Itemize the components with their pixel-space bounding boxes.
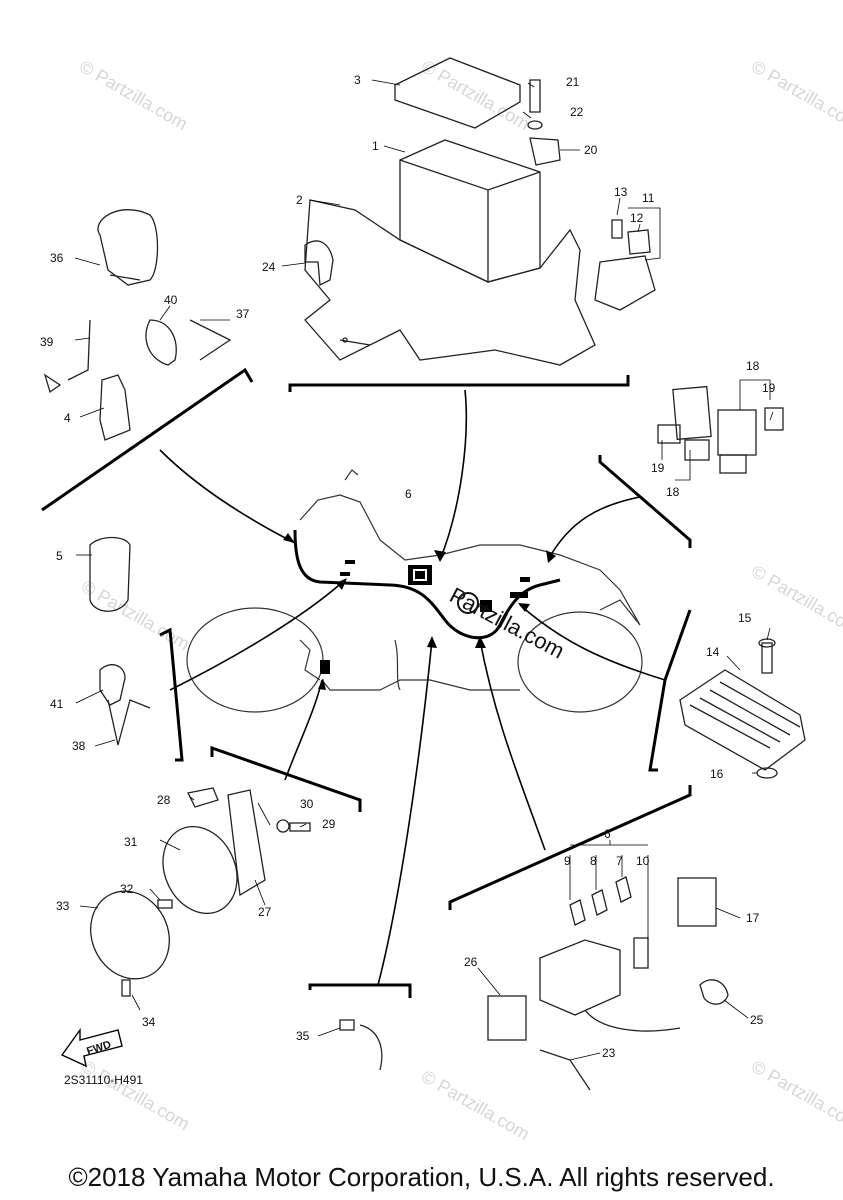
callout-label: 17 xyxy=(746,911,760,925)
callout-label: 19 xyxy=(762,381,776,395)
callout-label: 29 xyxy=(322,817,336,831)
group-brackets xyxy=(41,367,692,998)
harness-components xyxy=(320,560,530,674)
callout-label: 19 xyxy=(651,461,665,475)
fuse-group xyxy=(487,876,729,1091)
callout-label: 21 xyxy=(566,75,580,89)
callout-label: 37 xyxy=(236,307,250,321)
callout-label: 8 xyxy=(590,854,597,868)
handlebar-group xyxy=(43,209,232,441)
bolt-part xyxy=(529,79,541,113)
watermark: © Partzilla.com xyxy=(78,1056,193,1134)
terminal-part xyxy=(529,137,561,166)
watermark: © Partzilla.com xyxy=(76,56,191,134)
callout-label: 39 xyxy=(40,335,54,349)
misc-parts-group xyxy=(89,536,383,1071)
callout-label: 16 xyxy=(710,767,724,781)
leader-lines xyxy=(74,79,774,1061)
battery-cover-part xyxy=(394,57,521,129)
callout-label: 10 xyxy=(636,854,650,868)
callout-label: 4 xyxy=(64,411,71,425)
pointer-lines xyxy=(159,389,666,986)
callout-label: 36 xyxy=(50,251,64,265)
callout-label: 28 xyxy=(157,793,171,807)
battery-part xyxy=(399,139,541,283)
callout-label: 41 xyxy=(50,697,64,711)
rectifier-part xyxy=(679,669,806,771)
callout-label: 6 xyxy=(405,487,412,501)
callout-label: 18 xyxy=(666,485,680,499)
callout-label: 9 xyxy=(564,854,571,868)
callout-label: 27 xyxy=(258,905,272,919)
callout-label: 7 xyxy=(616,854,623,868)
callout-labels: 3 1 2 24 21 22 20 13 11 12 36 40 37 39 4… xyxy=(40,73,776,1060)
watermark: © Partzilla.com xyxy=(748,56,843,134)
stamp-text: Partzilla.com xyxy=(446,582,569,663)
rectifier-group xyxy=(679,638,806,779)
watermark: © Partzilla.com xyxy=(748,561,843,639)
callout-label: 1 xyxy=(372,139,379,153)
copyright-notice: ©2018 Yamaha Motor Corporation, U.S.A. A… xyxy=(68,1162,775,1192)
callout-label: 33 xyxy=(56,899,70,913)
callout-label: 32 xyxy=(120,882,134,896)
callout-label: 6 xyxy=(604,827,611,841)
callout-label: 14 xyxy=(706,645,720,659)
callout-label: 13 xyxy=(614,185,628,199)
watermark: © Partzilla.com xyxy=(418,1066,533,1144)
main-wire-harness xyxy=(293,529,561,640)
pointer-arrowheads xyxy=(283,533,556,690)
fwd-arrow: FWD xyxy=(60,1027,123,1068)
partzilla-stamp: Partzilla.com xyxy=(446,582,569,663)
battery-group xyxy=(304,57,656,366)
watermark: © Partzilla.com xyxy=(78,576,193,654)
relay-group xyxy=(657,385,784,474)
callout-label: 22 xyxy=(570,105,584,119)
callout-label: 12 xyxy=(630,211,644,225)
relay-part xyxy=(487,995,527,1041)
callout-label: 38 xyxy=(72,739,86,753)
callout-label: 31 xyxy=(124,835,138,849)
band-part xyxy=(304,240,334,287)
starter-relay-part xyxy=(594,255,656,311)
callout-label: 5 xyxy=(56,549,63,563)
callout-label: 35 xyxy=(296,1029,310,1043)
callout-label: 26 xyxy=(464,955,478,969)
callout-label: 3 xyxy=(354,73,361,87)
callout-label: 2 xyxy=(296,193,303,207)
fuse-box-part xyxy=(539,939,621,1016)
callout-label: 20 xyxy=(584,143,598,157)
callout-label: 40 xyxy=(164,293,178,307)
callout-label: 15 xyxy=(738,611,752,625)
callout-label: 23 xyxy=(602,1046,616,1060)
callout-label: 30 xyxy=(300,797,314,811)
callout-label: 11 xyxy=(642,191,655,205)
diagram-code: 2S31110-H491 xyxy=(64,1073,143,1087)
watermark: © Partzilla.com xyxy=(748,1056,843,1134)
callout-label: 34 xyxy=(142,1015,156,1029)
callout-label: 25 xyxy=(750,1013,764,1027)
battery-box-part xyxy=(304,199,596,366)
callout-label: 24 xyxy=(262,260,276,274)
unit-part xyxy=(677,877,717,927)
socket-part xyxy=(89,536,131,612)
horn-group xyxy=(90,787,311,997)
callout-label: 18 xyxy=(746,359,760,373)
